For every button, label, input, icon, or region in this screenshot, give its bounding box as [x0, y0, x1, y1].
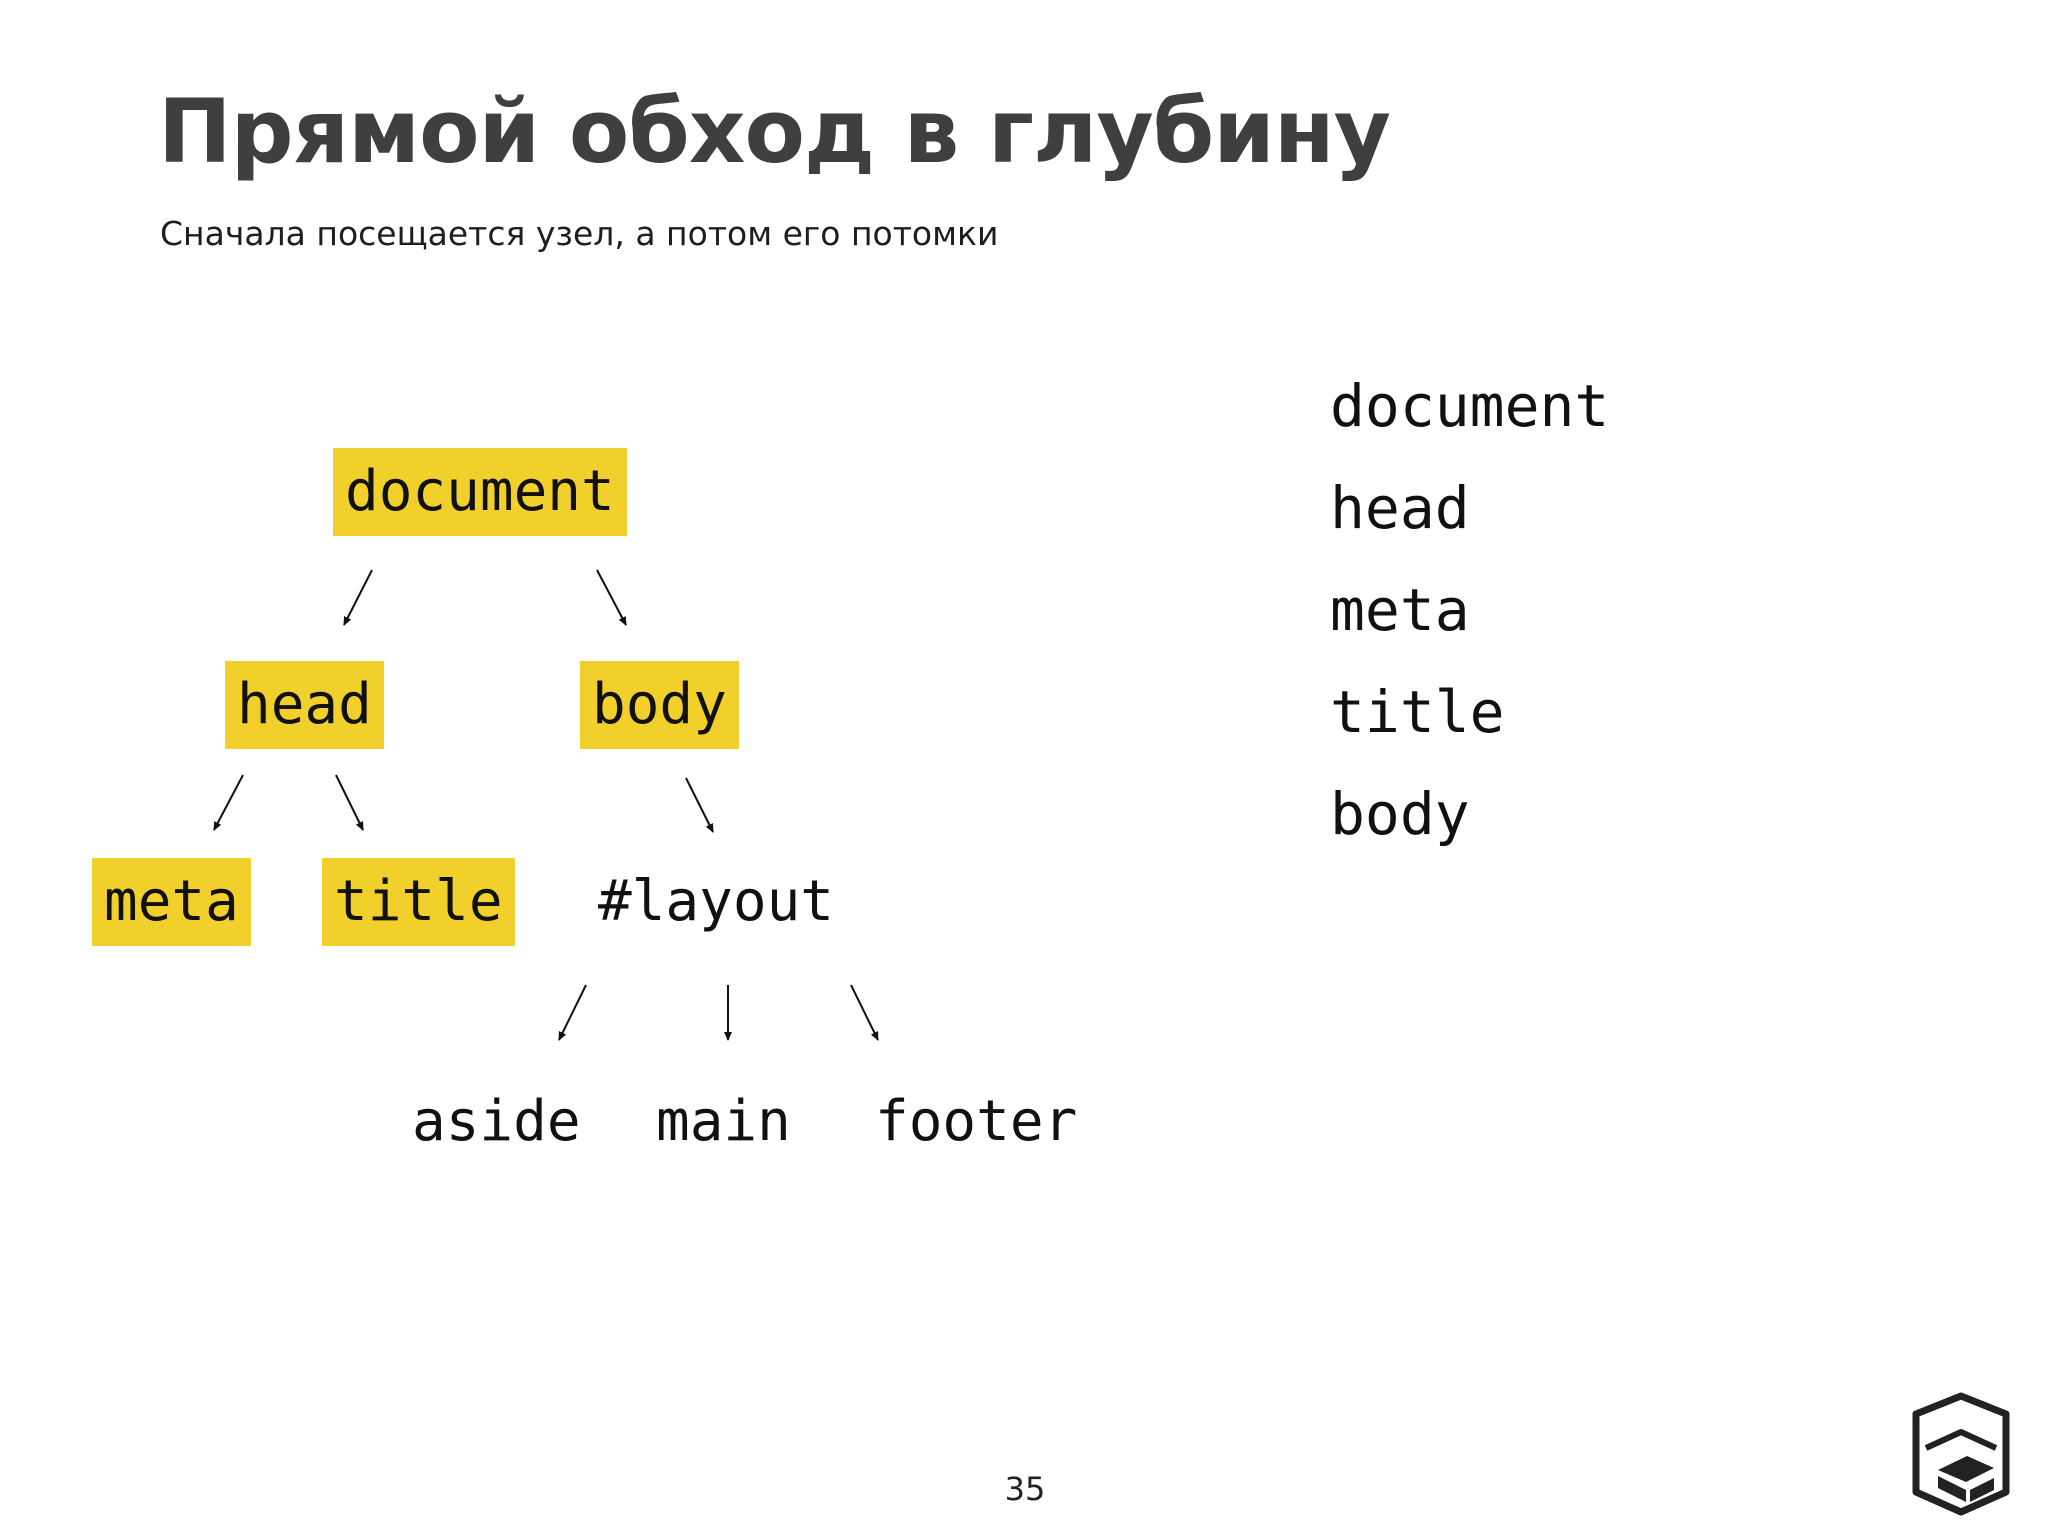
order-item: body: [1330, 780, 1470, 848]
order-item: head: [1330, 474, 1470, 542]
edge-document-body: [596, 569, 627, 626]
node-meta: meta: [92, 858, 251, 946]
edge-layout-footer: [850, 984, 879, 1041]
page-number: 35: [1004, 1470, 1046, 1508]
order-item: meta: [1330, 576, 1470, 644]
slide-title: Прямой обход в глубину: [158, 80, 1391, 183]
node-aside: aside: [412, 1089, 581, 1154]
node-body: body: [580, 661, 739, 749]
order-item: title: [1330, 678, 1505, 746]
node-main: main: [656, 1089, 791, 1154]
order-item: document: [1330, 372, 1610, 440]
slide-subtitle: Сначала посещается узел, а потом его пот…: [160, 214, 999, 253]
edge-head-title: [335, 774, 364, 831]
shield-cube-logo-icon: [1912, 1392, 2010, 1516]
node-title: title: [322, 858, 515, 946]
node-footer: footer: [875, 1089, 1078, 1154]
edge-document-head: [343, 569, 373, 626]
edge-layout-aside: [558, 984, 587, 1041]
node-head: head: [225, 661, 384, 749]
edge-head-meta: [213, 774, 244, 831]
node-document: document: [333, 448, 627, 536]
node-layout: #layout: [598, 869, 835, 934]
edge-body-layout: [685, 777, 714, 833]
